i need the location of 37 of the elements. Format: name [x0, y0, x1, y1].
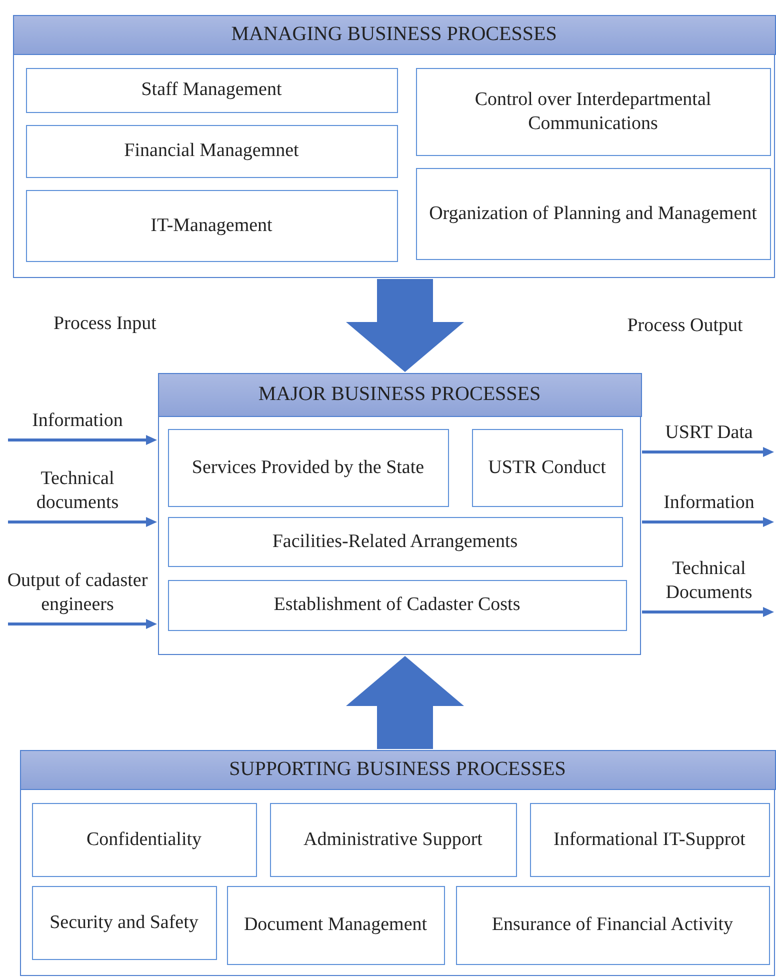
- arrow: [642, 607, 774, 617]
- edge-label: Technical documents: [35, 466, 120, 516]
- edge-label: Output of cadaster engineers: [6, 568, 149, 618]
- process-box: USTR Conduct: [472, 428, 622, 506]
- process-group-panel: [13, 15, 775, 278]
- process-box: Ensurance of Financial Activity: [456, 886, 770, 964]
- arrow: [642, 447, 774, 457]
- block-arrow: [346, 656, 464, 749]
- edge-label: USRT Data: [664, 421, 754, 446]
- flow-caption: Process Input: [52, 312, 158, 336]
- process-box: Facilities-Related Arrangements: [168, 516, 622, 566]
- process-box: IT-Management: [26, 190, 398, 262]
- group-header: SUPPORTING BUSINESS PROCESSES: [20, 750, 776, 790]
- edge-label: Technical Documents: [664, 556, 754, 606]
- process-box: Confidentiality: [32, 802, 256, 876]
- block-arrow: [346, 279, 464, 372]
- group-header: MANAGING BUSINESS PROCESSES: [12, 14, 776, 54]
- edge-label: Information: [31, 409, 124, 434]
- process-group-panel: [20, 750, 775, 976]
- edge-label: Information: [662, 491, 756, 516]
- flow-caption: Process Output: [626, 314, 744, 338]
- arrow: [642, 517, 774, 527]
- group-header: MAJOR BUSINESS PROCESSES: [158, 372, 642, 416]
- process-group-panel: [158, 373, 641, 655]
- process-box: Informational IT-Supprot: [530, 802, 770, 876]
- process-box: Services Provided by the State: [168, 428, 448, 506]
- process-box: Organization of Planning and Management: [416, 168, 770, 260]
- arrow: [8, 517, 157, 527]
- process-box: Financial Managemnet: [26, 124, 398, 178]
- process-box: Security and Safety: [32, 886, 216, 960]
- process-box: Control over Interdepartmental Communications: [416, 68, 770, 156]
- arrow: [8, 619, 157, 629]
- process-box: Administrative Support: [270, 802, 516, 876]
- arrow: [8, 435, 157, 445]
- process-box: Establishment of Cadaster Costs: [168, 580, 626, 630]
- process-box: Staff Management: [26, 68, 398, 112]
- process-box: Document Management: [226, 886, 444, 964]
